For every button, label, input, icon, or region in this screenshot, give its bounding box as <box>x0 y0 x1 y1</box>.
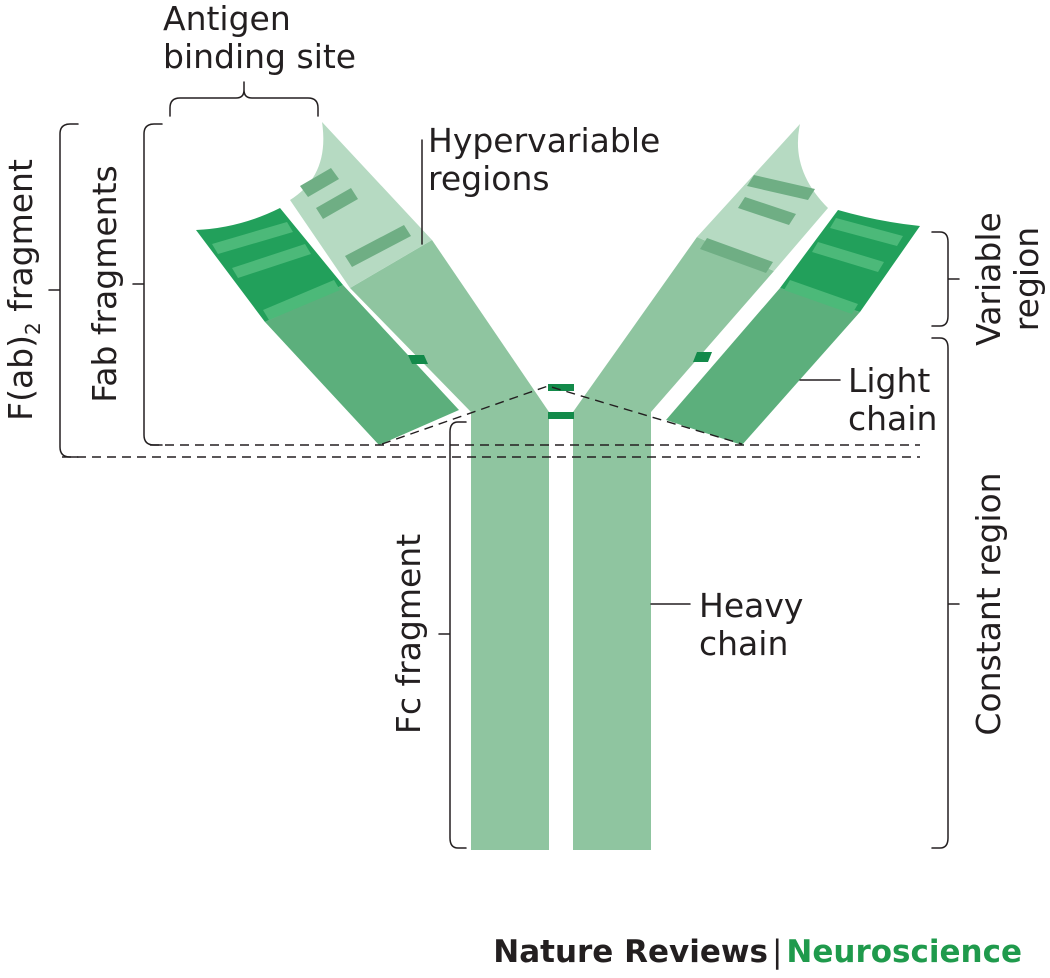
hypervariable-band <box>700 238 773 273</box>
hypervariable-band <box>784 280 858 314</box>
fc-fragment-bracket <box>438 421 467 849</box>
hypervariable-band <box>316 188 358 219</box>
disulfide-bond <box>693 352 712 362</box>
heavy-chain-right-variable <box>697 124 828 271</box>
fc-fragment-label: Fc fragment <box>389 534 428 734</box>
fab-fragments-label: Fab fragments <box>85 165 124 402</box>
hypervariable-band <box>738 197 796 225</box>
brackets <box>48 81 960 849</box>
dashed-lines <box>62 385 920 458</box>
journal-name: Nature Reviews <box>493 934 768 970</box>
fab-fragments-bracket <box>132 123 163 446</box>
variable-region-bracket <box>931 231 960 327</box>
hypervariable-band <box>830 218 903 246</box>
hypervariable-band <box>232 244 311 278</box>
antigen-binding-site-bracket <box>169 81 319 117</box>
light-chain-right-constant <box>666 288 860 445</box>
hypervariable-band <box>747 175 815 200</box>
disulfide-bond <box>408 355 428 364</box>
journal-footer: Nature Reviews|Neuroscience <box>493 934 1022 970</box>
heavy-chain-stem-right <box>573 412 651 850</box>
fab2-fragment-bracket <box>48 123 79 458</box>
journal-section: Neuroscience <box>786 934 1022 970</box>
variable-region-label: Variableregion <box>969 212 1046 346</box>
hypervariable-band <box>263 280 340 320</box>
hypervariable-band <box>345 225 411 267</box>
constant-region-label: Constant region <box>969 472 1008 735</box>
constant-region-bracket <box>931 337 960 849</box>
light-chain-left-constant <box>265 285 459 445</box>
heavy-chain-left-arm <box>350 240 549 412</box>
hypervariable-band <box>300 168 339 197</box>
hypervariable-band <box>812 242 884 272</box>
heavy-chain-stem-left <box>471 412 549 850</box>
fab2-fragment-label: F(ab)2 fragment <box>1 159 45 421</box>
disulfide-bond <box>548 384 574 391</box>
hypervariable-band <box>212 222 293 254</box>
disulfide-bond <box>548 412 574 419</box>
footer-separator: | <box>771 934 783 970</box>
heavy-chain-right-arm <box>573 237 774 412</box>
heavy-chain-left-variable <box>290 122 432 288</box>
